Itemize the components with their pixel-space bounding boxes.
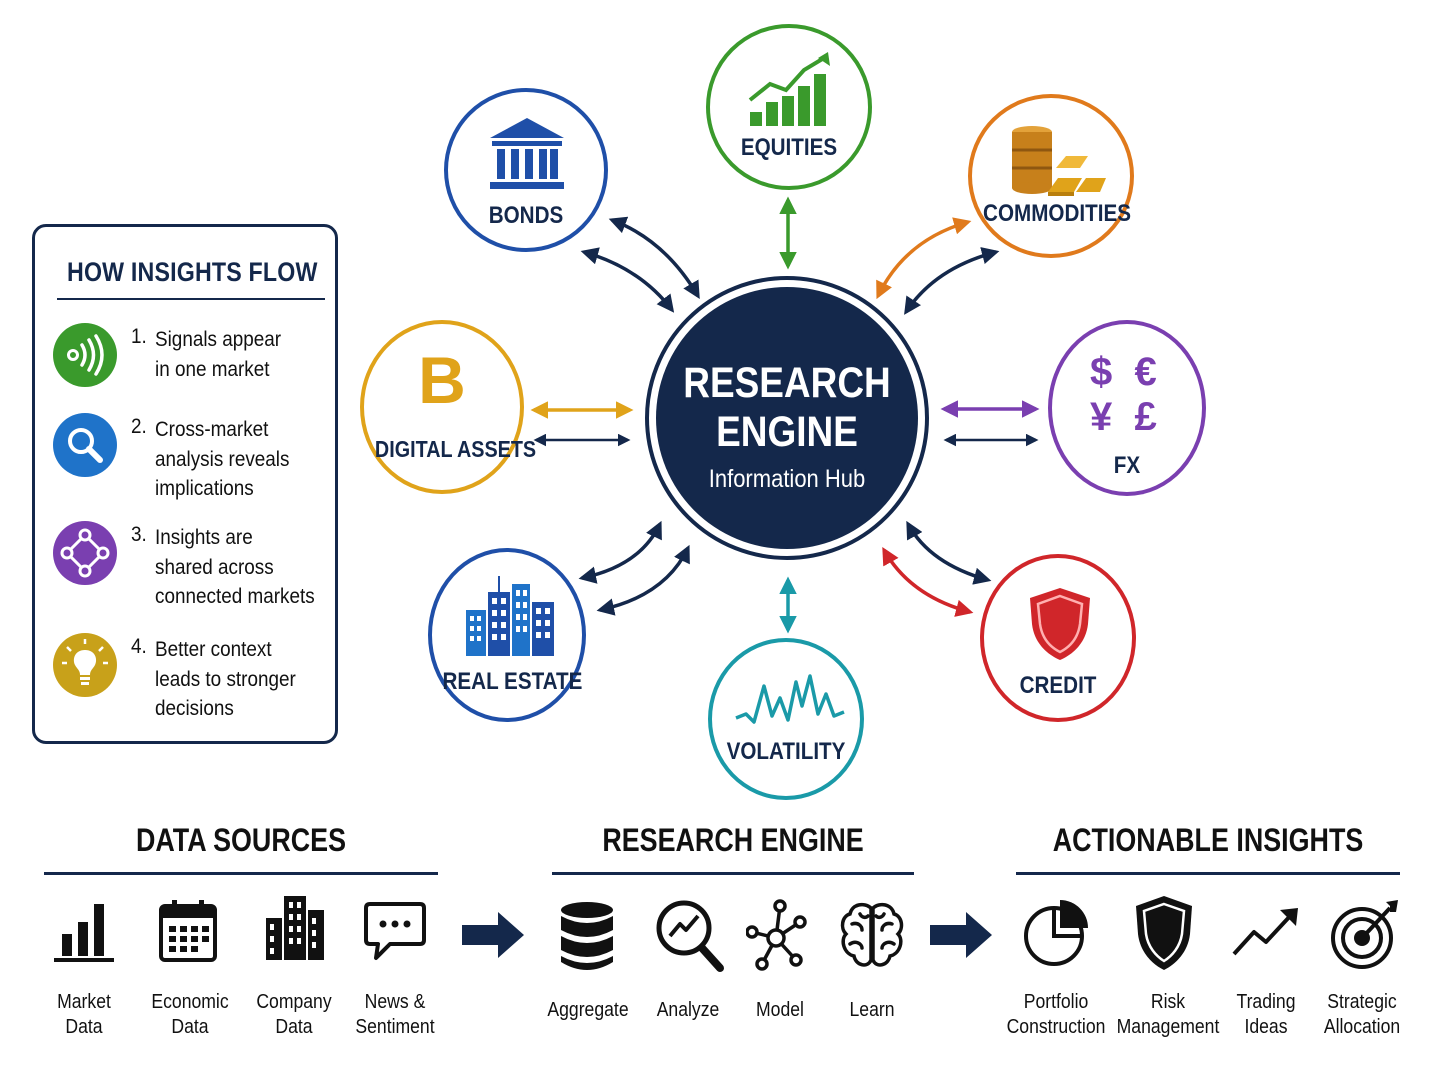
bonds-arrow-a	[608, 216, 700, 300]
commodities-arrow-b	[904, 247, 1000, 315]
office-building-icon	[266, 896, 324, 960]
bar-chart-icon	[54, 904, 114, 962]
bitcoin-icon: B	[418, 343, 466, 417]
chat-bubble-icon	[364, 902, 426, 960]
step-text: Insights are shared across connected mar…	[155, 526, 315, 608]
market-node-bonds[interactable]: BONDS	[444, 88, 608, 252]
market-node-real-estate[interactable]: REAL ESTATE	[428, 548, 586, 722]
market-label: EQUITIES	[740, 134, 838, 161]
step-number: 2.	[131, 415, 147, 438]
step-text: Signals appear in one market	[155, 328, 282, 381]
risk-shield-icon	[1136, 896, 1192, 970]
item-label: Analyze	[656, 999, 720, 1021]
shield-icon	[1030, 588, 1090, 660]
section-title-data-sources: DATA SOURCES	[135, 822, 347, 858]
item-label: Risk Management	[1116, 991, 1220, 1038]
market-label: BONDS	[488, 202, 564, 229]
market-node-credit[interactable]: CREDIT	[980, 554, 1136, 722]
real-estate-arrow-a	[578, 520, 662, 584]
target-icon	[1331, 900, 1398, 969]
waveform-icon	[735, 674, 845, 724]
step-number: 4.	[131, 635, 147, 658]
market-label: DIGITAL ASSETS	[374, 436, 537, 462]
node-graph-icon	[746, 899, 807, 971]
bank-building-icon	[490, 118, 564, 189]
section-rule	[552, 872, 914, 875]
research-engine-hub[interactable]: RESEARCH ENGINE Information Hub	[656, 287, 918, 549]
city-buildings-icon	[466, 576, 554, 656]
rising-bars-icon	[748, 52, 830, 126]
step-text: Cross-market analysis reveals implicatio…	[155, 418, 290, 500]
item-label: Portfolio Construction	[1006, 991, 1106, 1038]
section-title-actionable-insights: ACTIONABLE INSIGHTS	[1052, 822, 1364, 858]
item-label: Aggregate	[547, 999, 629, 1021]
item-label: Company Data	[256, 991, 332, 1038]
network-icon	[53, 521, 117, 585]
trend-arrow-icon	[1232, 908, 1298, 956]
brain-icon	[840, 902, 904, 967]
step-text: Better context leads to stronger decisio…	[155, 638, 296, 720]
hub-subtitle: Information Hub	[708, 465, 866, 493]
insights-flow-panel: HOW INSIGHTS FLOW 1. Signals appear in o…	[32, 224, 338, 744]
database-icon	[561, 902, 613, 970]
market-label: REAL ESTATE	[442, 668, 583, 695]
section-title-research-engine: RESEARCH ENGINE	[602, 822, 864, 858]
item-label: Market Data	[57, 991, 111, 1038]
market-node-digital-assets[interactable]: B DIGITAL ASSETS	[360, 320, 537, 494]
signal-icon	[53, 323, 117, 387]
item-label: Model	[756, 999, 804, 1021]
panel-divider	[57, 298, 325, 300]
analyze-magnifier-icon	[656, 900, 724, 972]
magnifier-icon	[53, 413, 117, 477]
market-node-volatility[interactable]: VOLATILITY	[708, 638, 864, 800]
item-label: News & Sentiment	[355, 991, 435, 1038]
currency-icon: $ € ¥ £	[1090, 350, 1157, 439]
item-label: Strategic Allocation	[1323, 991, 1401, 1038]
market-node-commodities[interactable]: COMMODITIES	[968, 94, 1134, 258]
market-label: CREDIT	[1019, 672, 1097, 699]
barrels-gold-icon	[1012, 126, 1106, 196]
market-label: FX	[1113, 452, 1141, 479]
credit-arrow-b	[906, 520, 992, 585]
section-rule	[1016, 872, 1400, 875]
real-estate-arrow-b	[596, 544, 690, 616]
step-number: 1.	[131, 325, 147, 348]
item-label: Trading Ideas	[1236, 991, 1296, 1038]
hub-title: RESEARCH ENGINE	[683, 359, 891, 456]
step-number: 3.	[131, 523, 147, 546]
item-label: Learn	[849, 999, 895, 1021]
flow-arrow-icon	[930, 912, 992, 958]
item-label: Economic Data	[151, 991, 229, 1038]
credit-arrow	[882, 546, 974, 617]
lightbulb-icon	[53, 633, 117, 697]
section-rule	[44, 872, 438, 875]
commodities-arrow	[876, 217, 972, 300]
pie-chart-icon	[1024, 900, 1088, 966]
panel-title: HOW INSIGHTS FLOW	[67, 257, 318, 287]
market-label: COMMODITIES	[983, 200, 1131, 227]
bonds-arrow-b	[580, 247, 675, 313]
market-node-fx[interactable]: $ € ¥ £ FX	[1048, 320, 1206, 496]
calendar-icon	[159, 900, 217, 962]
flow-arrow-icon	[462, 912, 524, 958]
market-node-equities[interactable]: EQUITIES	[706, 24, 872, 190]
market-label: VOLATILITY	[726, 738, 846, 765]
